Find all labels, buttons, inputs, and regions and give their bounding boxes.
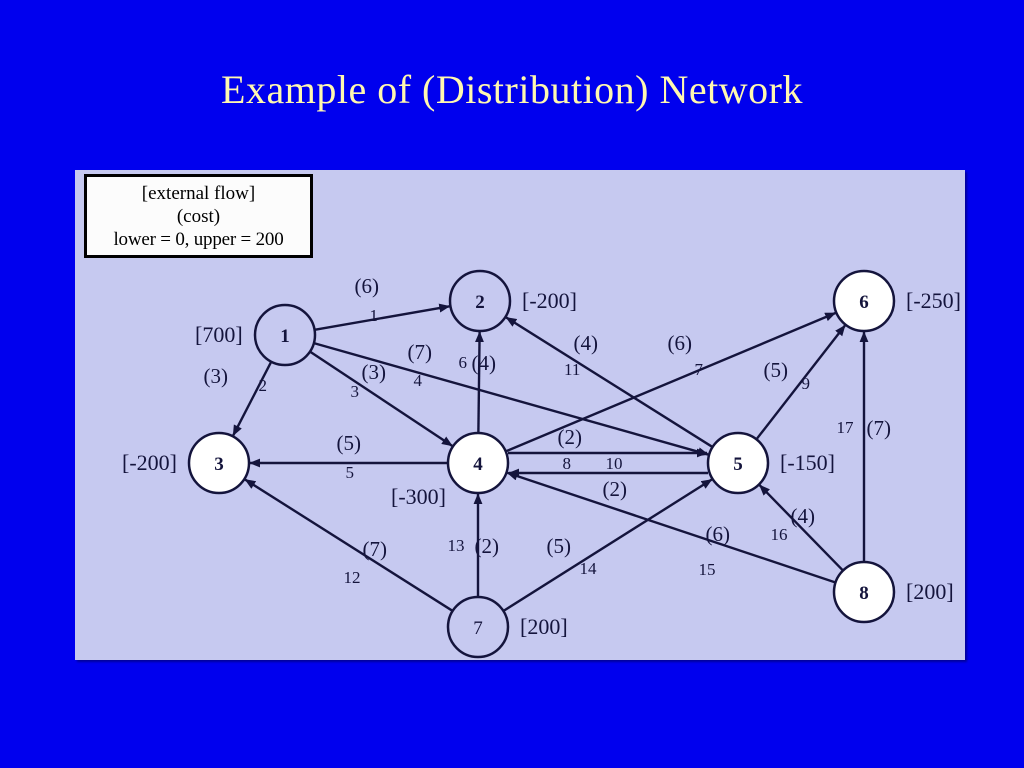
node-circle-4[interactable] [446,431,510,495]
node-label-8: 8 [859,583,869,604]
arc-id-label-16: 16 [770,525,788,544]
node-label-5: 5 [733,454,743,475]
arc-id-label-3: 3 [350,382,360,401]
arc-5-to-2 [505,316,714,449]
arc-8-to-4 [506,471,836,584]
arc-cost-label-15: (6) [705,521,731,546]
arc-id-label-12: 12 [343,568,361,587]
arc-cost-label-11: (4) [573,330,599,355]
arc-5-to-6 [755,324,846,441]
arc-id-label-13: 13 [447,536,465,555]
arc-7-to-5 [502,478,713,613]
arc-cost-label-9: (5) [763,357,789,382]
arc-id-label-14: 14 [579,559,597,578]
arc-cost-label-2: (3) [203,363,229,388]
arc-cost-label-4: (7) [407,339,433,364]
node-circle-3[interactable] [187,431,251,495]
external-flow-label-5: [-150] [780,450,835,475]
arc-id-label-15: 15 [698,560,716,579]
arc-cost-label-8: (2) [557,424,583,449]
arc-8-to-5 [758,484,844,572]
arc-id-label-8: 8 [562,454,572,473]
node-circle-5[interactable] [706,431,770,495]
arc-1-to-2 [314,303,451,332]
external-flow-label-8: [200] [906,579,954,604]
arc-cost-label-6: (4) [471,350,497,375]
legend-cost: (cost) [176,205,221,227]
node-label-2: 2 [475,292,485,313]
arc-1-to-5 [313,342,709,457]
node-circle-1[interactable] [253,303,317,367]
arc-cost-label-17: (7) [866,415,892,440]
external-flow-label-3: [-200] [122,450,177,475]
legend-external-flow: [external flow] [141,182,256,204]
node-circle-6[interactable] [832,269,896,333]
arc-id-label-2: 2 [258,376,268,395]
arc-cost-label-1: (6) [354,273,380,298]
arc-id-label-5: 5 [345,463,355,482]
external-flow-label-2: [-200] [522,288,577,313]
arc-cost-label-14: (5) [546,533,572,558]
node-circle-7[interactable] [446,595,510,659]
arc-id-label-10: 10 [605,454,623,473]
arc-id-label-17: 17 [836,418,854,437]
node-circle-8[interactable] [832,560,896,624]
node-label-1: 1 [280,326,290,347]
arc-cost-label-5: (5) [336,430,362,455]
arc-1-to-4 [309,350,453,447]
legend-bounds: lower = 0, upper = 200 [113,228,284,250]
arc-cost-label-12: (7) [362,536,388,561]
arc-cost-label-10: (2) [602,476,628,501]
arc-id-label-1: 1 [369,306,379,325]
arc-4-to-2 [474,331,484,434]
arc-cost-label-7: (6) [667,330,693,355]
arc-id-label-7: 7 [694,360,704,379]
external-flow-label-6: [-250] [906,288,961,313]
arc-cost-label-3: (3) [361,359,387,384]
node-label-7: 7 [473,618,483,639]
node-label-6: 6 [859,292,869,313]
node-label-4: 4 [473,454,483,475]
page-title: Example of (Distribution) Network [221,67,803,112]
node-circle-2[interactable] [448,269,512,333]
arc-id-label-11: 11 [564,360,581,379]
arc-1-to-3 [232,361,273,437]
arc-cost-label-16: (4) [790,503,816,528]
legend-box: [external flow] (cost) lower = 0, upper … [84,174,313,258]
node-label-3: 3 [214,454,224,475]
arc-cost-label-13: (2) [474,533,500,558]
arc-id-label-6: 6 [458,353,468,372]
arc-id-label-9: 9 [801,374,811,393]
arc-7-to-3 [244,478,454,612]
external-flow-label-1: [700] [195,322,243,347]
arc-4-to-6 [505,311,837,453]
arc-id-label-4: 4 [413,371,423,390]
external-flow-label-7: [200] [520,614,568,639]
external-flow-label-4: [-300] [391,484,446,509]
